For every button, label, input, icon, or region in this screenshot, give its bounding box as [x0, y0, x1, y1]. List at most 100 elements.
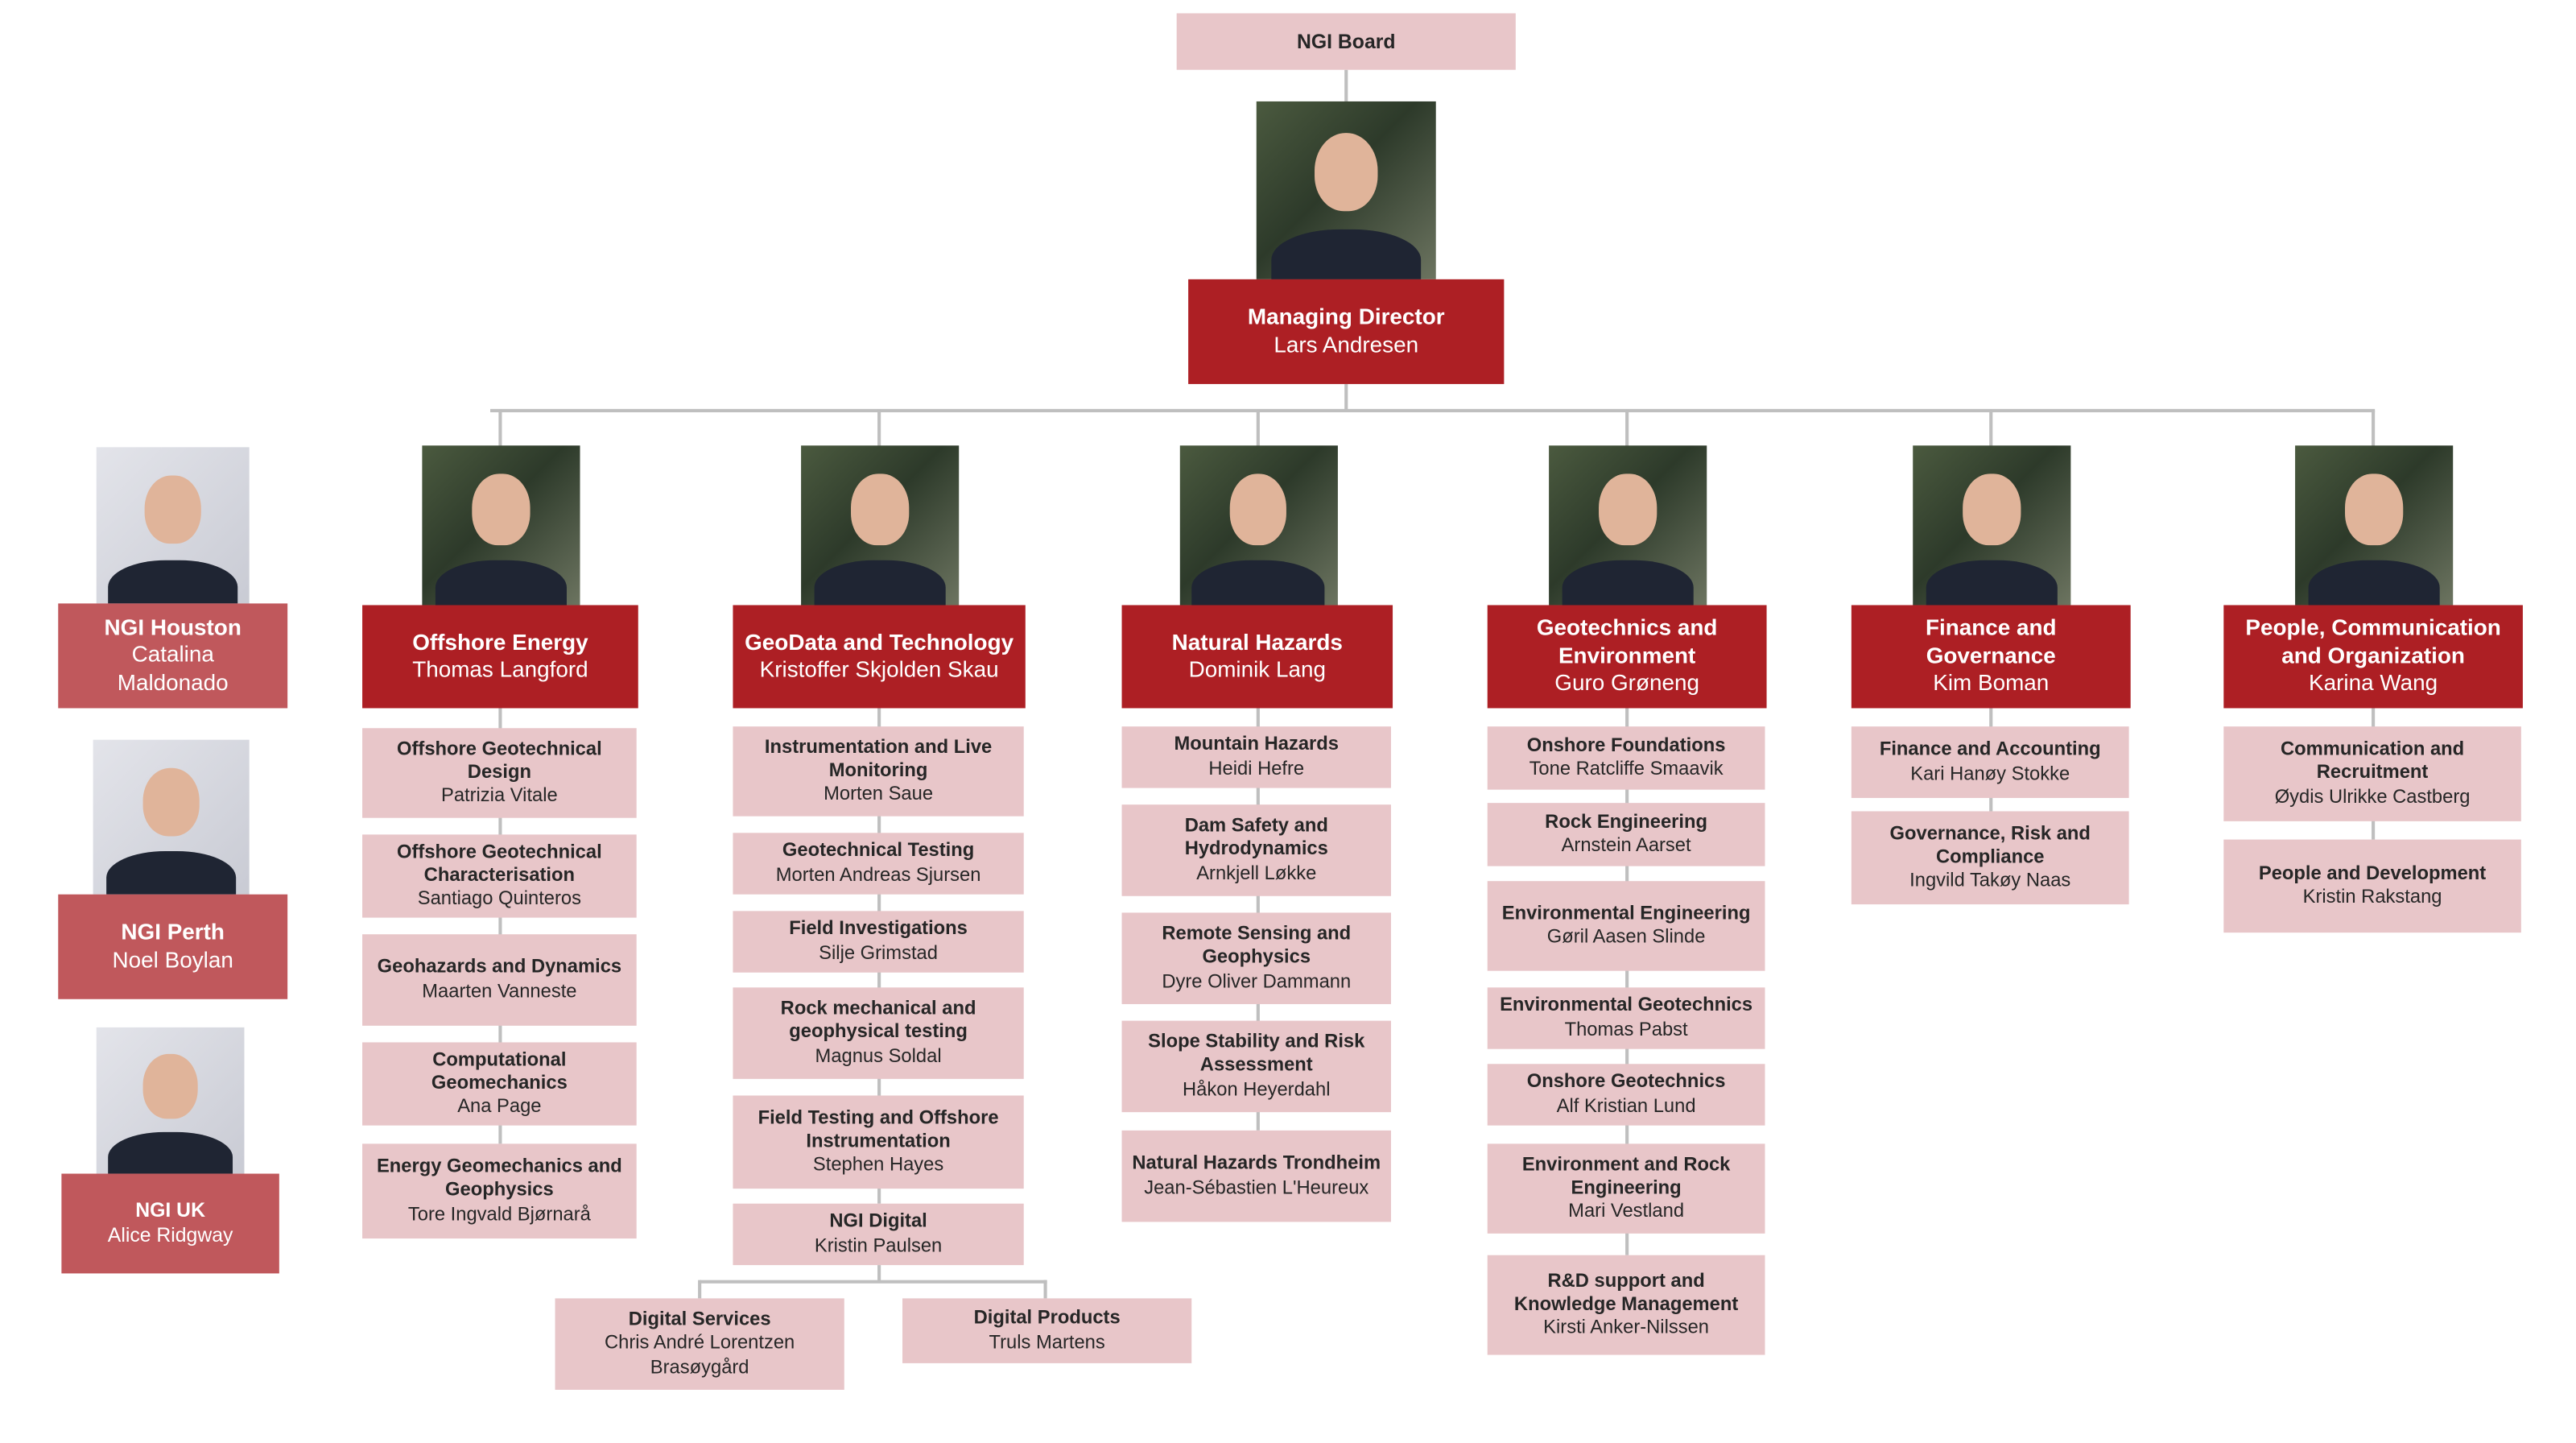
unit-title: Field Investigations: [789, 920, 968, 941]
connector-line: [490, 408, 2376, 412]
region-name: Noel Boylan: [112, 946, 233, 972]
managing-director-box[interactable]: Managing Director Lars Andresen: [1188, 279, 1505, 384]
unit-head: Thomas Pabst: [1564, 1019, 1688, 1040]
division-title: Finance and Governance: [1925, 615, 2057, 668]
unit-head: Kristin Paulsen: [814, 1235, 943, 1256]
unit-title: Offshore Geotechnical Design: [397, 739, 602, 784]
division-head: Dominik Lang: [1188, 656, 1326, 682]
unit-title: Environmental Geotechnics: [1500, 996, 1753, 1017]
region-name: Catalina Maldonado: [117, 642, 229, 695]
division-title: Natural Hazards: [1171, 629, 1343, 655]
unit-title: Dam Safety and Hydrodynamics: [1184, 817, 1328, 861]
sub-unit-title: Digital Services: [628, 1310, 771, 1331]
unit-title: R&D support and Knowledge Management: [1513, 1271, 1739, 1315]
region-title: NGI Houston: [104, 614, 242, 640]
portrait-photo: [1179, 445, 1337, 606]
portrait-photo: [93, 739, 250, 895]
unit-head: Dyre Oliver Dammann: [1162, 971, 1352, 992]
division-title: Geotechnics and Environment: [1536, 615, 1718, 668]
unit-title: Energy Geomechanics and Geophysics: [376, 1157, 622, 1201]
md-name: Lars Andresen: [1274, 331, 1419, 357]
portrait-photo: [2295, 445, 2454, 606]
unit-head: Heidi Hefre: [1208, 759, 1305, 779]
connector-line: [1043, 1280, 1047, 1299]
unit-title: Remote Sensing and Geophysics: [1162, 924, 1352, 969]
connector-line: [1344, 383, 1348, 412]
unit-box[interactable]: Field Testing and Offshore Instrumentati…: [733, 1095, 1024, 1189]
region-title: NGI Perth: [121, 919, 225, 945]
unit-head: Maarten Vanneste: [422, 982, 577, 1002]
region-title: NGI UK: [135, 1199, 205, 1223]
unit-head: Patrizia Vitale: [440, 786, 558, 807]
board-box[interactable]: NGI Board: [1176, 13, 1516, 70]
unit-title: Environment and Rock Engineering: [1521, 1155, 1731, 1199]
portrait-photo: [1913, 445, 2071, 606]
unit-head: Morten Andreas Sjursen: [775, 865, 981, 886]
unit-title: Geohazards and Dynamics: [377, 958, 622, 978]
unit-head: Håkon Heyerdahl: [1183, 1079, 1331, 1100]
unit-title: Computational Geomechanics: [431, 1050, 568, 1094]
unit-head: Gøril Aasen Slinde: [1546, 927, 1706, 948]
unit-head: Øydis Ulrikke Castberg: [2274, 787, 2471, 808]
division-title: GeoData and Technology: [745, 629, 1014, 655]
unit-head: Arnkjell Løkke: [1196, 863, 1317, 884]
unit-head: Magnus Soldal: [815, 1046, 942, 1067]
unit-head: Tore Ingvald Bjørnarå: [407, 1204, 591, 1225]
connector-line: [1344, 69, 1348, 103]
unit-title: Communication and Recruitment: [2280, 740, 2465, 784]
unit-title: Geotechnical Testing: [782, 841, 975, 862]
board-label: NGI Board: [1296, 29, 1396, 53]
unit-title: Governance, Risk and Compliance: [1889, 824, 2091, 868]
division-head: Thomas Langford: [412, 656, 588, 682]
unit-head: Arnstein Aarset: [1561, 836, 1691, 857]
unit-title: Onshore Geotechnics: [1526, 1073, 1726, 1094]
unit-head: Stephen Hayes: [812, 1155, 944, 1176]
unit-head: Tone Ratcliffe Smaavik: [1529, 759, 1724, 780]
unit-title: Environmental Engineering: [1501, 904, 1751, 924]
unit-head: Silje Grimstad: [819, 943, 938, 964]
sub-unit-title: Digital Products: [973, 1309, 1121, 1329]
unit-title: Mountain Hazards: [1174, 735, 1339, 756]
portrait-photo: [96, 447, 250, 604]
unit-title: Rock Engineering: [1545, 812, 1708, 833]
unit-title: Onshore Foundations: [1526, 736, 1726, 757]
unit-title: Slope Stability and Risk Assessment: [1148, 1033, 1365, 1077]
